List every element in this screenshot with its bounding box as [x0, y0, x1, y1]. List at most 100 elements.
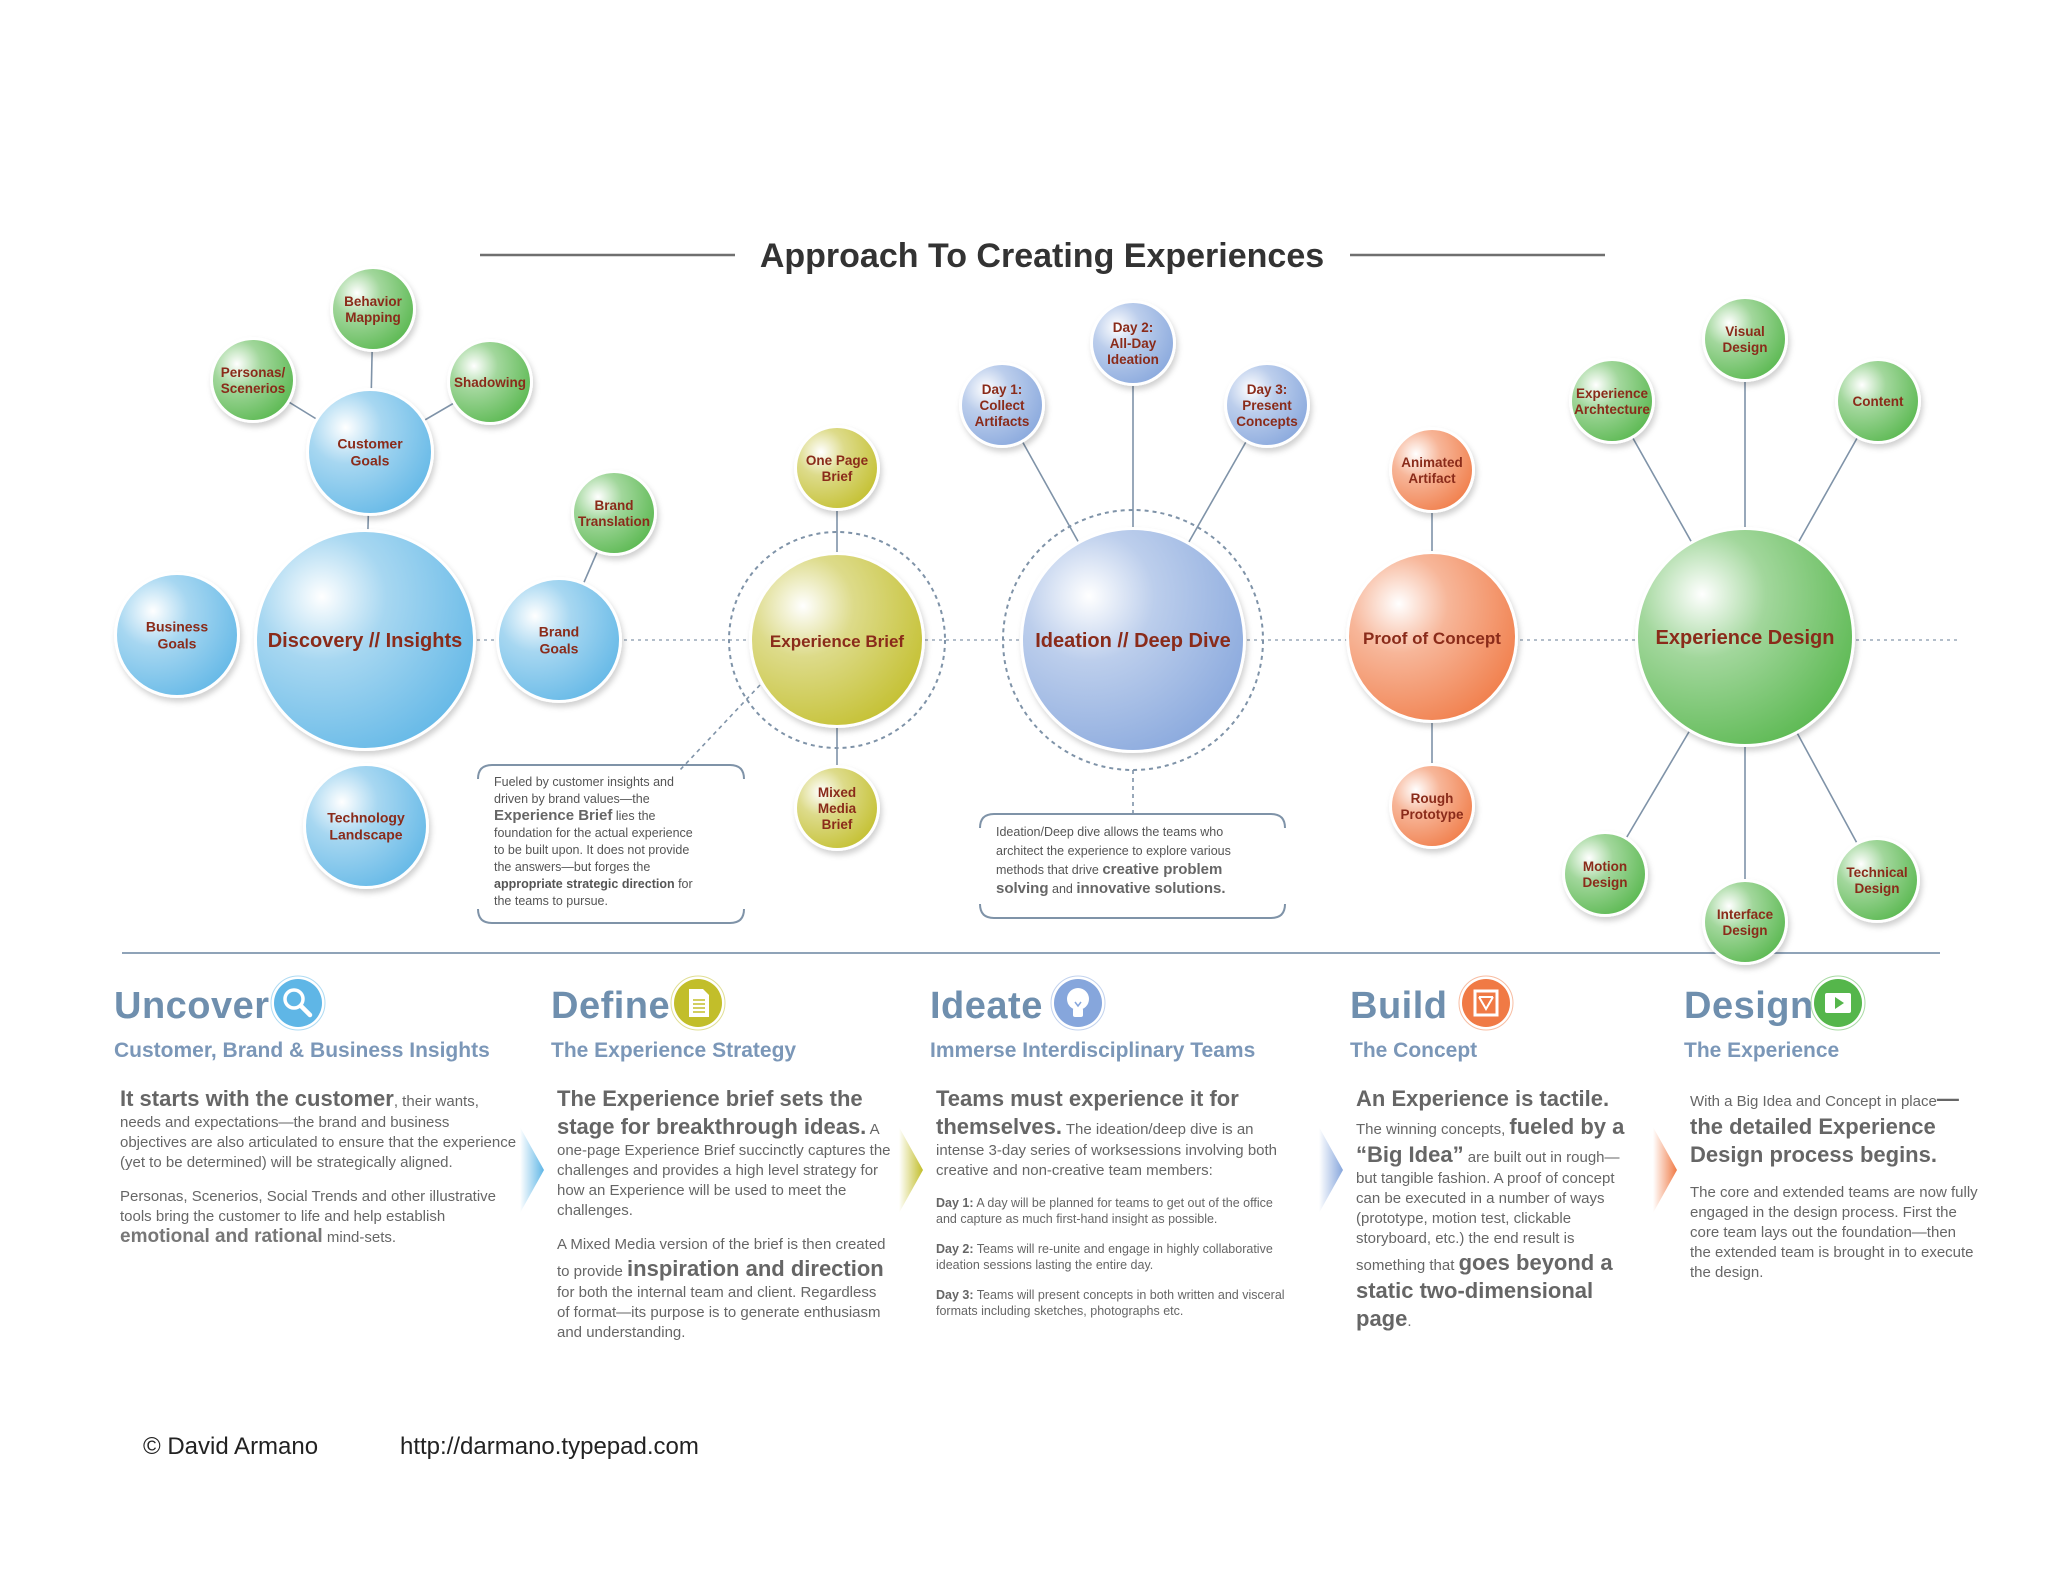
section-subtitle: The Experience: [1684, 1039, 1840, 1062]
node-day3-disc: [1227, 365, 1307, 445]
node-personas-disc: [213, 340, 293, 420]
node-label-line: Mapping: [345, 310, 401, 325]
node-label-line: Motion: [1583, 859, 1627, 874]
callout-fragment: the teams to pursue.: [494, 894, 608, 908]
callout-fragment: Ideation/Deep dive allows the teams who: [996, 825, 1223, 839]
node-label-line: Customer: [337, 436, 403, 452]
text-fragment: The ideation/deep dive is an intense 3-d…: [936, 1121, 1278, 1179]
text-layer: Approach To Creating ExperiencesDiscover…: [146, 237, 1908, 938]
section-body: With a Big Idea and Concept in place—the…: [1690, 1085, 1980, 1297]
callout-fragment: methods that drive: [996, 863, 1102, 877]
node-label-line: Goals: [540, 641, 579, 657]
phase-arrow-icon: [1319, 1127, 1343, 1213]
ideation-ring: [1002, 509, 1264, 771]
node-exp-arch: [1569, 358, 1655, 444]
section-body: The Experience brief sets the stage for …: [557, 1085, 892, 1357]
brief-callout-link: [679, 684, 761, 771]
site-url-link[interactable]: http://darmano.typepad.com: [400, 1433, 699, 1460]
section-title: Ideate: [930, 985, 1043, 1027]
section-paragraph: It starts with the customer, their wants…: [120, 1085, 520, 1173]
node-shadowing: [447, 339, 533, 425]
node-animated-disc: [1392, 430, 1472, 510]
brief-ring: [728, 531, 946, 749]
node-label-line: Brand: [594, 498, 633, 513]
text-fragment: Teams will present concepts in both writ…: [936, 1288, 1285, 1318]
text-fragment: Day 1:: [936, 1196, 974, 1210]
node-layer: [114, 266, 1921, 965]
hub-label-design: Experience Design: [1656, 627, 1835, 649]
section-body: An Experience is tactile. The winning co…: [1356, 1085, 1636, 1347]
node-label-line: Day 2:: [1113, 320, 1154, 335]
phase-arrow-icon: [899, 1127, 923, 1213]
text-fragment: The core and extended teams are now full…: [1690, 1184, 1978, 1281]
section-title: Design: [1684, 985, 1814, 1027]
node-label-line: Design: [1854, 881, 1899, 896]
node-label-line: Technology: [327, 810, 405, 826]
section-subtitle: Customer, Brand & Business Insights: [114, 1039, 490, 1062]
callout-fragment: and: [1049, 882, 1077, 896]
text-fragment: —the detailed Experience Design process …: [1690, 1086, 1959, 1167]
hub-design-disc: [1638, 530, 1852, 744]
node-shadowing-disc: [450, 342, 530, 422]
text-fragment: for both the internal team and client. R…: [557, 1284, 881, 1341]
text-fragment: Day 3:: [936, 1288, 974, 1302]
node-label-line: One Page: [806, 453, 869, 468]
text-fragment: Personas, Scenerios, Social Trends and o…: [120, 1188, 497, 1225]
text-fragment: Day 2:: [936, 1242, 974, 1256]
text-fragment: fueled by a “Big Idea”: [1356, 1114, 1625, 1167]
node-label-line: Day 3:: [1247, 382, 1288, 397]
hub-label-poc: Proof of Concept: [1363, 629, 1501, 648]
node-label-line: Ideation: [1107, 352, 1159, 367]
node-label-line: Interface: [1717, 907, 1774, 922]
text-fragment: A Mixed Media version of the brief is th…: [557, 1236, 886, 1280]
node-label-line: Brief: [822, 817, 853, 832]
node-label-content: Content: [1853, 394, 1904, 409]
node-exp-arch-disc: [1572, 361, 1652, 441]
node-label-line: Day 1:: [982, 382, 1023, 397]
node-label-line: Concepts: [1236, 414, 1298, 429]
hub-poc-disc: [1349, 554, 1515, 720]
node-label-line: Design: [1582, 875, 1627, 890]
section-paragraph: Day 3: Teams will present concepts in bo…: [936, 1287, 1296, 1319]
node-brand-goals: [496, 577, 622, 703]
node-behavior-disc: [333, 269, 413, 349]
text-fragment: An Experience is tactile.: [1356, 1086, 1610, 1111]
section-paragraph: Personas, Scenerios, Social Trends and o…: [120, 1187, 520, 1248]
section-subtitle: The Concept: [1350, 1039, 1478, 1062]
section-paragraph: Teams must experience it for themselves.…: [936, 1085, 1296, 1181]
node-one-page-brief: [794, 425, 880, 511]
node-mixed-media: [794, 765, 880, 851]
node-behavior: [330, 266, 416, 352]
node-label-line: Design: [1722, 923, 1767, 938]
text-fragment: A day will be planned for teams to get o…: [936, 1196, 1273, 1226]
copyright-text: © David Armano: [143, 1433, 319, 1460]
section-paragraph: A Mixed Media version of the brief is th…: [557, 1235, 892, 1343]
callout-fragment: driven by brand values—the: [494, 792, 650, 806]
node-label-line: Translation: [578, 514, 650, 529]
hub-poc: [1346, 551, 1518, 723]
node-label-line: Prototype: [1400, 807, 1463, 822]
node-content-disc: [1838, 361, 1918, 441]
node-animated: [1389, 427, 1475, 513]
section-title: Build: [1350, 985, 1448, 1027]
node-label-line: Present: [1242, 398, 1292, 413]
node-customer-goals-disc: [309, 391, 431, 513]
node-label-line: Visual: [1725, 324, 1765, 339]
callout-fragment: Experience Brief: [494, 807, 613, 824]
text-fragment: are built out in rough—but tangible fash…: [1356, 1149, 1620, 1274]
text-fragment: .: [1407, 1313, 1412, 1330]
node-motion: [1562, 831, 1648, 917]
frame-icon: [1458, 975, 1514, 1031]
section-body: Teams must experience it for themselves.…: [936, 1085, 1296, 1333]
hub-label-brief: Experience Brief: [770, 632, 905, 651]
